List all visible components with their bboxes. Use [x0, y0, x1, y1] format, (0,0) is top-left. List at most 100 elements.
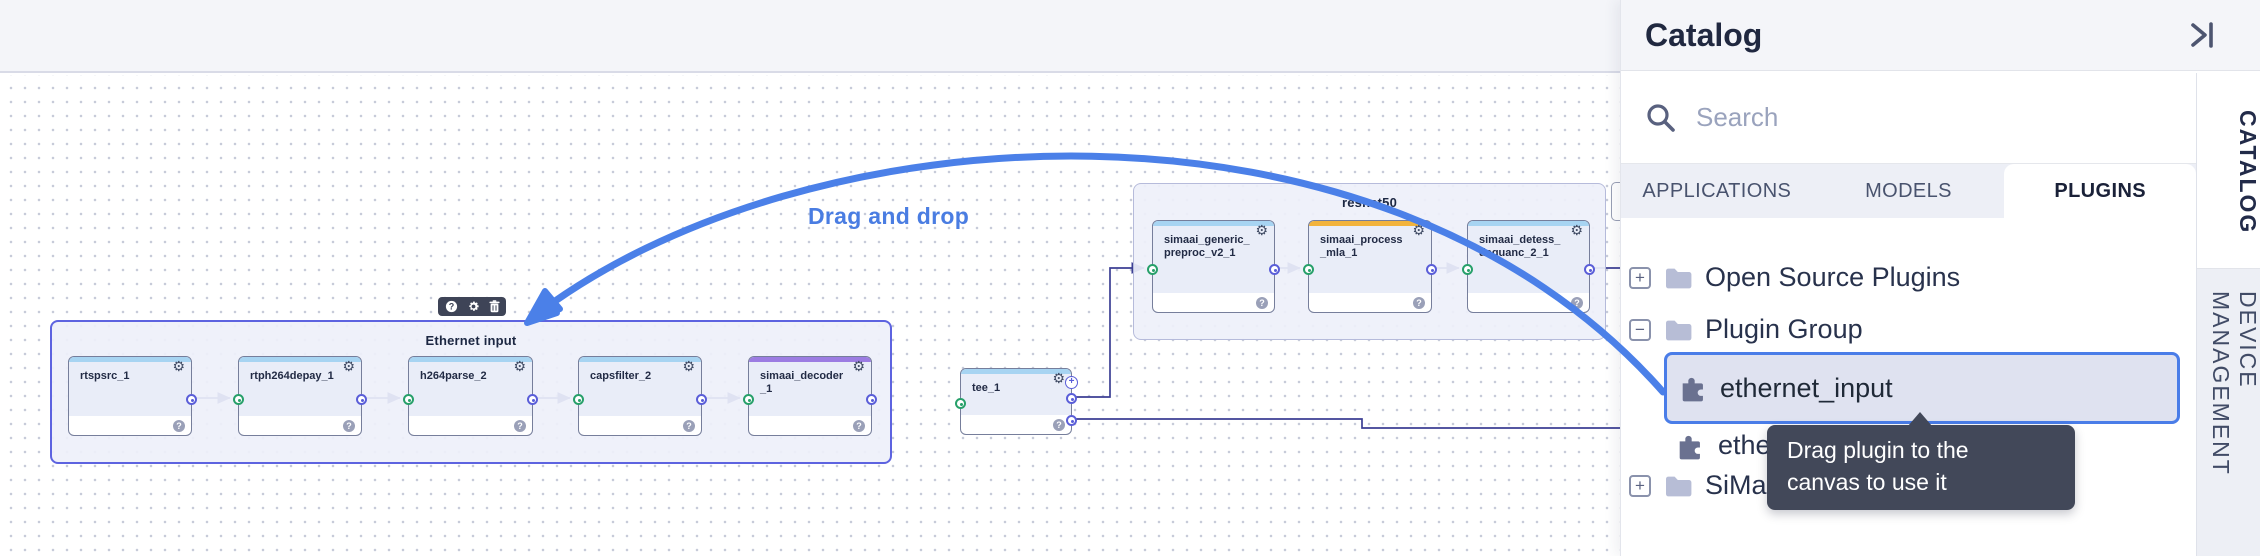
collapse-panel-icon[interactable] [2185, 20, 2219, 50]
tree-item-label: Open Source Plugins [1705, 262, 1961, 292]
input-port[interactable] [1147, 263, 1158, 275]
tab-models[interactable]: MODELS [1813, 164, 2005, 218]
canvas-top-band [0, 0, 1620, 73]
input-port[interactable] [743, 393, 754, 405]
tab-applications[interactable]: APPLICATIONS [1621, 164, 1813, 218]
search-bar [1621, 72, 2196, 164]
pipeline-node[interactable]: rtspsrc_1 ⚙? [68, 356, 197, 436]
output-port[interactable] [356, 393, 367, 405]
side-tab-strip: CATALOG DEVICE MANAGEMENT [2196, 72, 2260, 556]
folder-icon [1666, 268, 1692, 288]
node-body-tint [239, 362, 361, 416]
output-port[interactable] [1584, 263, 1595, 275]
side-tab-catalog[interactable]: CATALOG [2197, 72, 2260, 269]
node-settings-icon[interactable]: ⚙ [1052, 370, 1065, 386]
input-port[interactable] [573, 393, 584, 405]
tooltip-caret-icon [1908, 412, 1932, 426]
node-help-icon[interactable]: ? [1413, 297, 1425, 309]
output-port[interactable] [696, 393, 707, 405]
folder-icon [1666, 476, 1692, 496]
tree-item-open-source-plugins[interactable]: + Open Source Plugins [1629, 262, 1960, 293]
side-tab-device-management[interactable]: DEVICE MANAGEMENT [2197, 268, 2260, 556]
catalog-panel: Catalog APPLICATIONS MODELS PLUGINS + [1620, 0, 2260, 556]
catalog-tabs: APPLICATIONS MODELS PLUGINS [1621, 164, 2197, 218]
output-port[interactable] [866, 393, 877, 405]
node-label: tee_1 [972, 382, 1001, 394]
node-help-icon[interactable]: ? [1256, 297, 1268, 309]
expander-plus-icon[interactable]: + [1629, 474, 1651, 497]
node-help-icon[interactable]: ? [683, 420, 695, 432]
tab-plugins[interactable]: PLUGINS [2004, 164, 2197, 218]
add-pad-icon[interactable]: + [1065, 376, 1078, 389]
output-port[interactable] [1066, 392, 1077, 404]
node-body-tint [409, 362, 532, 416]
input-port[interactable] [403, 393, 414, 405]
pipeline-node[interactable]: simaai_generic_preproc_v2_1 ⚙? [1147, 220, 1280, 313]
node-label: rtspsrc_1 [80, 370, 130, 382]
node-settings-icon[interactable]: ⚙ [342, 358, 355, 374]
node-label: rtph264depay_1 [250, 370, 334, 382]
help-icon[interactable]: ? [445, 300, 458, 313]
pipeline-node[interactable]: simaai_detess_dequanc_2_1 ⚙? [1462, 220, 1595, 313]
pipeline-node[interactable]: simaai_process_mla_1 ⚙? [1303, 220, 1437, 313]
pipeline-node[interactable]: capsfilter_2⚙? [573, 356, 707, 436]
node-settings-icon[interactable]: ⚙ [682, 358, 695, 374]
expander-plus-icon[interactable]: + [1629, 266, 1651, 289]
tooltip-line: canvas to use it [1787, 469, 1947, 495]
expander-minus-icon[interactable]: − [1629, 318, 1651, 341]
output-port[interactable] [1426, 263, 1437, 275]
panel-title: Catalog [1645, 16, 1763, 53]
group-title: resnet50 [1341, 195, 1398, 210]
node-label: simaai_detess_dequanc_2_1 [1479, 234, 1561, 259]
tooltip-line: Drag plugin to the [1787, 437, 1969, 463]
node-header-strip [409, 357, 532, 362]
folder-icon [1666, 320, 1692, 340]
node-help-icon[interactable]: ? [853, 420, 865, 432]
puzzle-icon [1679, 435, 1700, 459]
drag-plugin-tooltip: Drag plugin to the canvas to use it [1767, 412, 2075, 510]
svg-text:?: ? [448, 302, 454, 312]
tree-item-label: Plugin Group [1705, 314, 1863, 344]
node-label: simaai_decoder_1 [760, 370, 844, 395]
pipeline-node[interactable]: tee_1 ⚙? + [955, 368, 1078, 435]
output-port[interactable] [1269, 263, 1280, 275]
catalog-panel-header: Catalog [1621, 0, 2260, 71]
node-settings-icon[interactable]: ⚙ [513, 358, 526, 374]
node-help-icon[interactable]: ? [173, 420, 185, 432]
node-header-strip [69, 357, 191, 362]
node-body-tint [69, 362, 191, 416]
output-port[interactable] [527, 393, 538, 405]
trash-icon[interactable] [488, 300, 500, 313]
node-settings-icon[interactable]: ⚙ [852, 358, 865, 374]
puzzle-icon [1682, 377, 1703, 402]
settings-icon[interactable] [467, 300, 480, 313]
node-settings-icon[interactable]: ⚙ [1255, 222, 1268, 238]
pipeline-node[interactable]: h264parse_2 ⚙? [403, 356, 538, 436]
node-settings-icon[interactable]: ⚙ [1412, 222, 1425, 238]
node-label: simaai_generic_preproc_v2_1 [1164, 234, 1250, 259]
group-title: Ethernet input [425, 333, 517, 348]
node-help-icon[interactable]: ? [1053, 419, 1065, 431]
node-settings-icon[interactable]: ⚙ [172, 358, 185, 374]
output-port[interactable] [186, 393, 197, 405]
node-help-icon[interactable]: ? [514, 420, 526, 432]
search-icon [1647, 103, 1675, 132]
node-help-icon[interactable]: ? [343, 420, 355, 432]
search-input[interactable] [1696, 102, 2136, 133]
input-port[interactable] [955, 397, 966, 409]
group-action-toolbar[interactable]: ? [438, 297, 506, 316]
input-port[interactable] [233, 393, 244, 405]
node-help-icon[interactable]: ? [1571, 297, 1583, 309]
node-label: h264parse_2 [420, 370, 487, 382]
tree-item-plugin-group[interactable]: − Plugin Group [1629, 314, 1863, 345]
pipeline-node[interactable]: rtph264depay_1 ⚙? [233, 356, 367, 436]
input-port[interactable] [1303, 263, 1314, 275]
node-settings-icon[interactable]: ⚙ [1570, 222, 1583, 238]
output-port[interactable] [1066, 414, 1077, 426]
pipeline-node[interactable]: simaai_decoder_1 ⚙? [743, 356, 877, 436]
tree-item-label: ethernet_input [1720, 372, 1893, 403]
input-port[interactable] [1462, 263, 1473, 275]
node-header-strip [239, 357, 361, 362]
node-label: simaai_process_mla_1 [1320, 234, 1403, 259]
